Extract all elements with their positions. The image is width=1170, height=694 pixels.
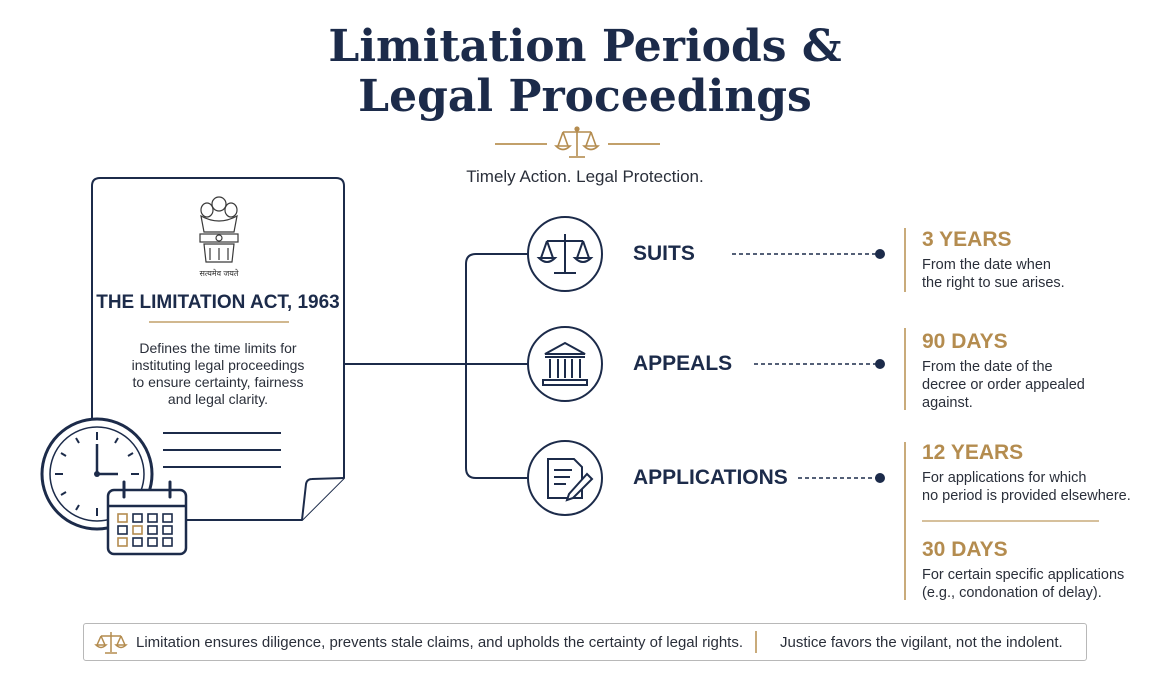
period-description: For applications for which bbox=[922, 470, 1087, 486]
period-value-applications-specific: 30 DAYS bbox=[922, 538, 1008, 561]
footer-left-text: Limitation ensures diligence, prevents s… bbox=[136, 634, 743, 651]
act-description-line: and legal clarity. bbox=[167, 391, 269, 407]
period-bar-suits bbox=[904, 228, 906, 292]
emblem-motto: सत्यमेव जयते bbox=[199, 269, 239, 278]
period-description: the right to sue arises. bbox=[922, 275, 1065, 291]
footer-box bbox=[83, 623, 1087, 661]
act-description-line: to ensure certainty, fairness bbox=[132, 374, 304, 390]
period-description: For certain specific applications bbox=[922, 567, 1125, 583]
page-title-line-1: Limitation Periods & bbox=[328, 21, 842, 72]
scales-icon bbox=[536, 234, 594, 274]
title-divider-right bbox=[608, 143, 660, 145]
state-emblem-icon bbox=[199, 196, 239, 263]
period-value-suits: 3 YEARS bbox=[922, 228, 1012, 251]
act-description-line: instituting legal proceedings bbox=[131, 357, 305, 373]
period-description: (e.g., condonation of delay). bbox=[922, 585, 1102, 601]
title-divider-left bbox=[495, 143, 547, 145]
period-description: decree or order appealed bbox=[922, 377, 1085, 393]
period-value-applications-general: 12 YEARS bbox=[922, 441, 1024, 464]
period-description: against. bbox=[922, 395, 973, 411]
category-label-appeals: APPEALS bbox=[633, 352, 733, 375]
calendar-icon bbox=[106, 480, 188, 556]
period-bar-appeals bbox=[904, 328, 906, 410]
period-description: From the date when bbox=[922, 257, 1051, 273]
document-pen-icon bbox=[547, 458, 594, 502]
act-title: THE LIMITATION ACT, 1963 bbox=[96, 292, 340, 313]
header-scales-icon bbox=[554, 126, 600, 158]
leader-end-dots bbox=[875, 249, 885, 483]
branch-connectors bbox=[344, 253, 528, 479]
document-sheet bbox=[91, 177, 345, 521]
page-title-line-2: Legal Proceedings bbox=[358, 71, 812, 122]
courthouse-icon bbox=[542, 341, 588, 386]
category-label-applications: APPLICATIONS bbox=[633, 466, 788, 489]
period-description: From the date of the bbox=[922, 359, 1053, 375]
period-bar-applications bbox=[904, 442, 906, 600]
category-label-suits: SUITS bbox=[633, 242, 695, 265]
act-description-line: Defines the time limits for bbox=[139, 340, 297, 356]
footer-right-text: Justice favors the vigilant, not the ind… bbox=[780, 634, 1063, 651]
footer-divider bbox=[755, 631, 757, 653]
period-description: no period is provided elsewhere. bbox=[922, 488, 1131, 504]
footer-scales-icon bbox=[94, 632, 128, 654]
period-value-appeals: 90 DAYS bbox=[922, 330, 1008, 353]
dashed-leaders bbox=[732, 253, 876, 479]
subtitle: Timely Action. Legal Protection. bbox=[466, 167, 704, 186]
